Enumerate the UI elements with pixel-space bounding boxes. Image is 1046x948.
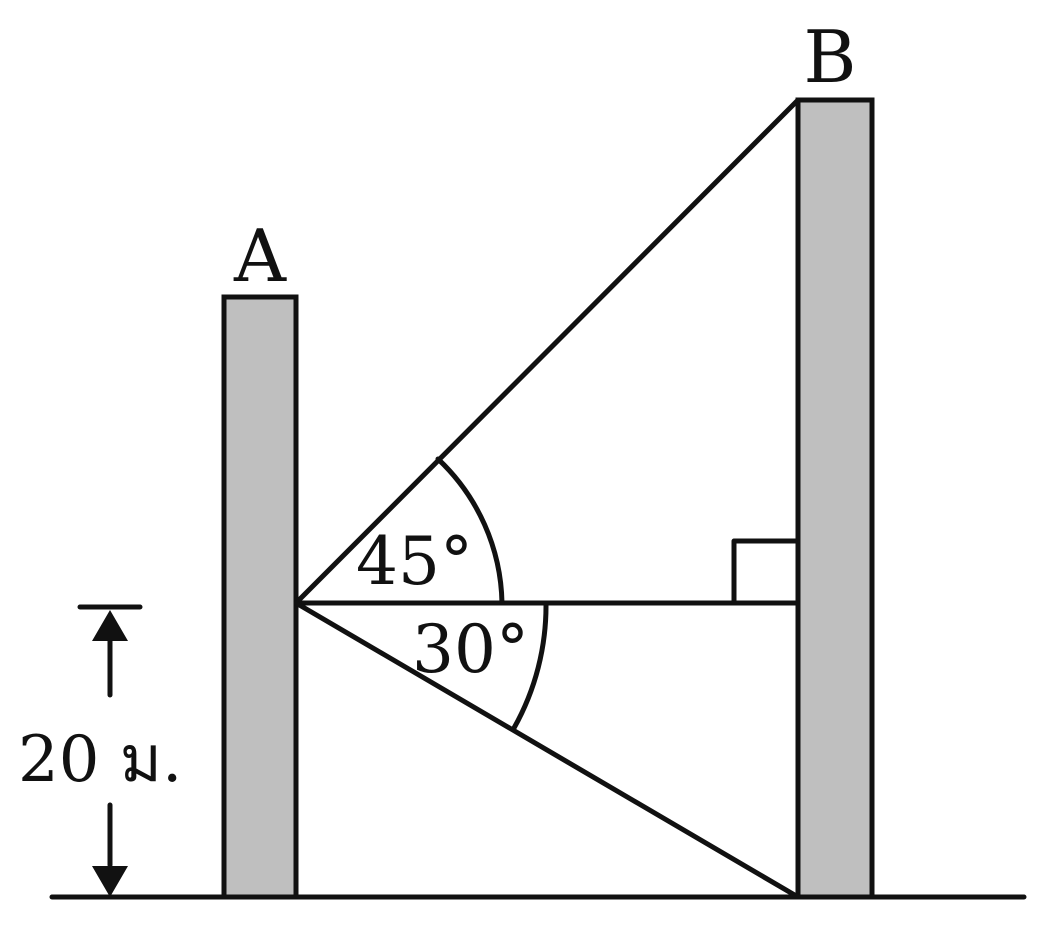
building-a-label: A	[233, 214, 287, 298]
sight-line-to-top-b	[293, 97, 801, 606]
building-b	[795, 97, 875, 900]
sight-line-to-base-b	[293, 600, 801, 900]
angle-arc-45	[435, 456, 505, 606]
height-arrow-up-icon	[92, 610, 128, 641]
height-arrow-down-icon	[92, 866, 128, 897]
building-b-label: B	[804, 15, 857, 99]
right-angle-marker	[731, 538, 801, 606]
building-a	[221, 294, 299, 900]
height-label: 20 ม.	[18, 723, 182, 797]
angle-arc-30	[511, 600, 549, 731]
angle-45-label: 45°	[356, 523, 473, 600]
angle-30-label: 30°	[412, 611, 529, 688]
